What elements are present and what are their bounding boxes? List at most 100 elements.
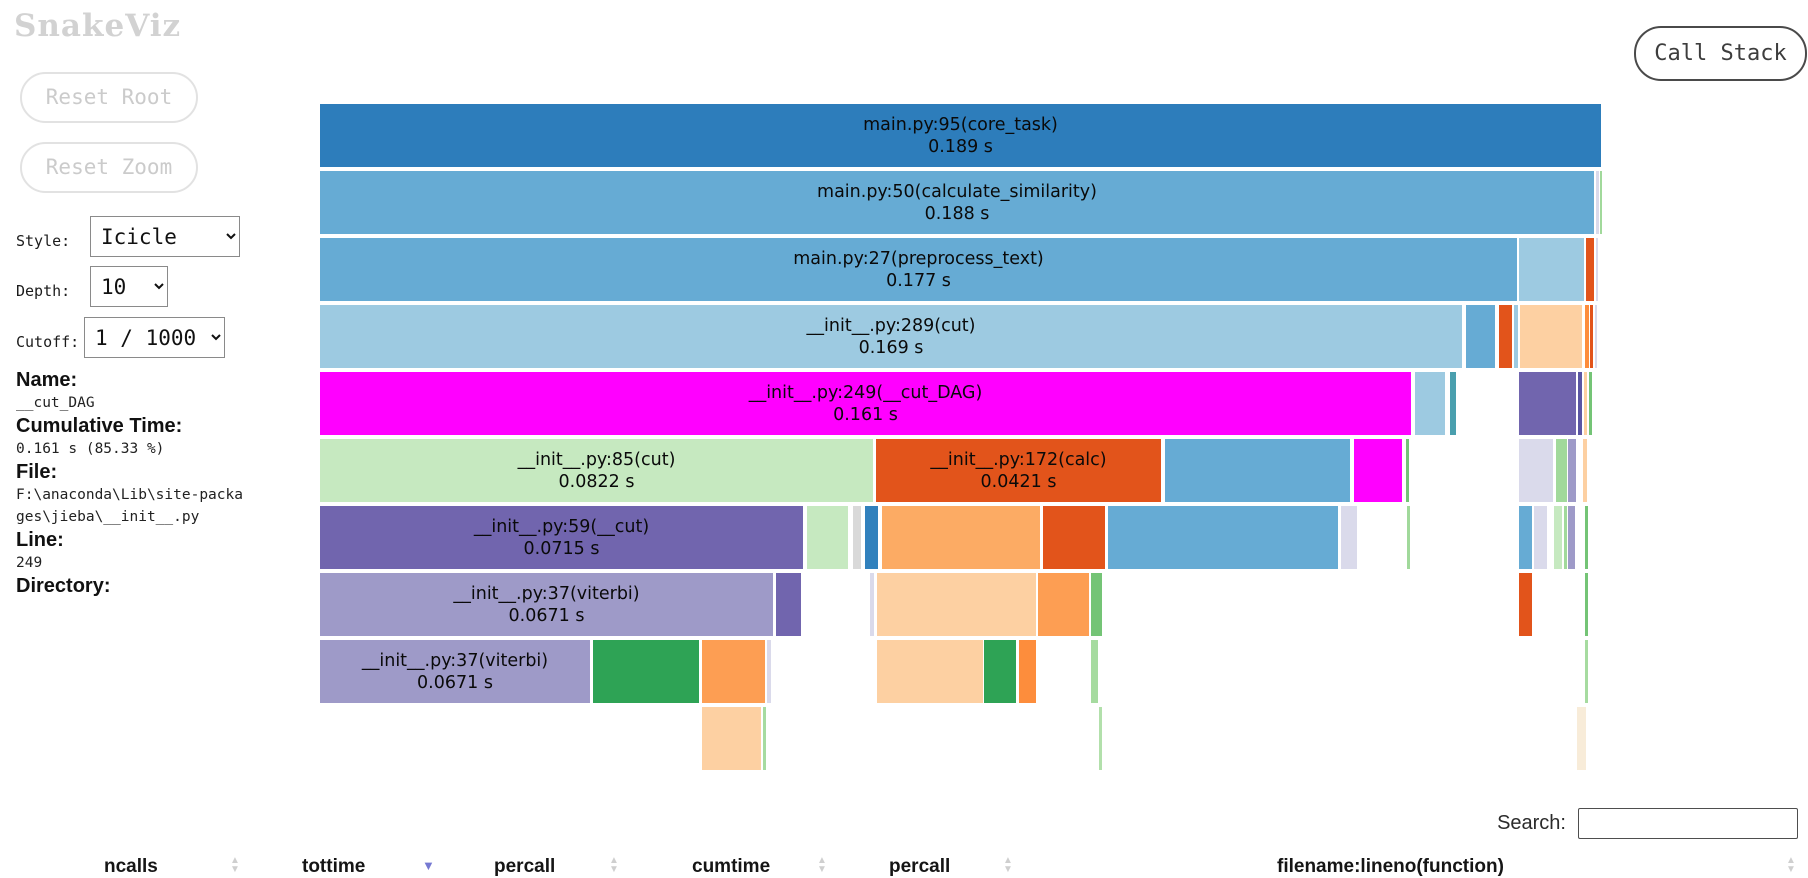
icicle-block[interactable] xyxy=(1519,372,1576,435)
icicle-block[interactable] xyxy=(1589,372,1592,435)
icicle-block[interactable] xyxy=(1568,439,1576,502)
icicle-block[interactable] xyxy=(1165,439,1350,502)
block-time-label: 0.177 s xyxy=(886,270,951,291)
block-time-label: 0.0715 s xyxy=(523,538,600,559)
column-header-filename-lineno-function-[interactable]: filename:lineno(function) xyxy=(1277,856,1504,877)
icicle-block[interactable] xyxy=(1019,640,1036,703)
icicle-block[interactable] xyxy=(1341,506,1357,569)
sort-desc-icon[interactable]: ▼ xyxy=(422,858,435,873)
depth-select[interactable]: 10 xyxy=(90,266,168,307)
icicle-block[interactable] xyxy=(1091,573,1102,636)
line-label: Line: xyxy=(16,529,64,551)
icicle-block[interactable] xyxy=(1534,506,1547,569)
block-function-label: __init__.py:85(cut) xyxy=(517,449,676,470)
style-select[interactable]: Icicle xyxy=(90,216,240,257)
icicle-block[interactable] xyxy=(807,506,848,569)
icicle-block[interactable]: __init__.py:85(cut)0.0822 s xyxy=(320,439,873,502)
icicle-block[interactable] xyxy=(870,573,874,636)
icicle-block[interactable]: __init__.py:37(viterbi)0.0671 s xyxy=(320,640,590,703)
icicle-block[interactable] xyxy=(877,573,1036,636)
column-header-percall[interactable]: percall xyxy=(889,856,951,877)
block-function-label: __init__.py:37(viterbi) xyxy=(361,650,549,671)
icicle-block[interactable] xyxy=(1091,640,1098,703)
icicle-block[interactable] xyxy=(1577,707,1586,770)
icicle-block[interactable] xyxy=(1406,439,1409,502)
icicle-block[interactable]: main.py:95(core_task)0.189 s xyxy=(320,104,1601,167)
icicle-block[interactable] xyxy=(1564,506,1567,569)
icicle-block[interactable] xyxy=(1520,305,1582,368)
icicle-block[interactable] xyxy=(1519,439,1553,502)
cumulative-time-label: Cumulative Time: xyxy=(16,415,183,437)
icicle-block[interactable]: __init__.py:172(calc)0.0421 s xyxy=(876,439,1161,502)
sort-both-icon[interactable]: ▲▼ xyxy=(609,855,619,875)
column-header-percall[interactable]: percall xyxy=(494,856,556,877)
icicle-block[interactable] xyxy=(1519,573,1532,636)
sort-both-icon[interactable]: ▲▼ xyxy=(230,855,240,875)
icicle-block[interactable] xyxy=(877,640,983,703)
icicle-block[interactable]: __init__.py:249(__cut_DAG)0.161 s xyxy=(320,372,1411,435)
icicle-block[interactable] xyxy=(1585,573,1588,636)
icicle-block[interactable] xyxy=(1466,305,1495,368)
icicle-block[interactable] xyxy=(1584,372,1587,435)
icicle-block[interactable] xyxy=(1407,506,1410,569)
icicle-block[interactable] xyxy=(1415,372,1445,435)
icicle-block[interactable] xyxy=(1519,506,1532,569)
sort-both-icon[interactable]: ▲▼ xyxy=(1003,855,1013,875)
icicle-block[interactable]: __init__.py:37(viterbi)0.0671 s xyxy=(320,573,773,636)
icicle-block[interactable] xyxy=(865,506,878,569)
icicle-block[interactable]: __init__.py:289(cut)0.169 s xyxy=(320,305,1462,368)
call-stack-button[interactable]: Call Stack xyxy=(1634,26,1807,81)
block-function-label: __init__.py:249(__cut_DAG) xyxy=(748,382,983,403)
reset-root-button[interactable]: Reset Root xyxy=(20,72,198,123)
block-function-label: main.py:95(core_task) xyxy=(863,114,1058,135)
icicle-block[interactable] xyxy=(1568,506,1575,569)
icicle-block[interactable] xyxy=(984,640,1016,703)
icicle-block[interactable] xyxy=(1596,171,1599,234)
icicle-block[interactable]: __init__.py:59(__cut)0.0715 s xyxy=(320,506,803,569)
icicle-block[interactable] xyxy=(1099,707,1102,770)
icicle-block[interactable] xyxy=(1590,305,1593,368)
icicle-block[interactable] xyxy=(1038,573,1089,636)
column-header-tottime[interactable]: tottime xyxy=(302,856,366,877)
icicle-block[interactable] xyxy=(702,707,761,770)
column-header-ncalls[interactable]: ncalls xyxy=(104,856,158,877)
sort-both-icon[interactable]: ▲▼ xyxy=(1786,855,1796,875)
sort-both-icon[interactable]: ▲▼ xyxy=(817,855,827,875)
block-time-label: 0.189 s xyxy=(928,136,993,157)
icicle-block[interactable] xyxy=(1586,238,1594,301)
icicle-block[interactable] xyxy=(853,506,861,569)
icicle-block[interactable] xyxy=(1556,439,1567,502)
cutoff-select[interactable]: 1 / 1000 xyxy=(84,317,225,358)
icicle-block[interactable] xyxy=(702,640,765,703)
icicle-block[interactable]: main.py:50(calculate_similarity)0.188 s xyxy=(320,171,1594,234)
icicle-block[interactable] xyxy=(1519,238,1584,301)
icicle-block[interactable] xyxy=(1585,305,1589,368)
icicle-block[interactable] xyxy=(1043,506,1105,569)
icicle-block[interactable] xyxy=(1595,305,1597,368)
search-input[interactable] xyxy=(1578,808,1798,839)
icicle-block[interactable] xyxy=(1578,372,1582,435)
icicle-block[interactable] xyxy=(1585,640,1588,703)
icicle-block[interactable] xyxy=(1108,506,1338,569)
column-header-cumtime[interactable]: cumtime xyxy=(692,856,771,877)
icicle-block[interactable] xyxy=(1554,506,1562,569)
icicle-block[interactable] xyxy=(593,640,699,703)
icicle-block[interactable] xyxy=(776,573,801,636)
icicle-block[interactable] xyxy=(882,506,1040,569)
icicle-block[interactable]: main.py:27(preprocess_text)0.177 s xyxy=(320,238,1517,301)
icicle-block[interactable] xyxy=(1596,238,1598,301)
icicle-block[interactable] xyxy=(1514,305,1518,368)
block-time-label: 0.0822 s xyxy=(558,471,635,492)
icicle-block[interactable] xyxy=(1450,372,1456,435)
icicle-block[interactable] xyxy=(767,640,771,703)
icicle-block[interactable] xyxy=(763,707,766,770)
icicle-block[interactable] xyxy=(1354,439,1402,502)
icicle-block[interactable] xyxy=(1600,171,1602,234)
reset-zoom-button[interactable]: Reset Zoom xyxy=(20,142,198,193)
block-function-label: __init__.py:289(cut) xyxy=(806,315,976,336)
icicle-block[interactable] xyxy=(1583,439,1587,502)
icicle-block[interactable] xyxy=(1499,305,1512,368)
block-time-label: 0.0671 s xyxy=(417,672,493,693)
icicle-block[interactable] xyxy=(1585,506,1588,569)
